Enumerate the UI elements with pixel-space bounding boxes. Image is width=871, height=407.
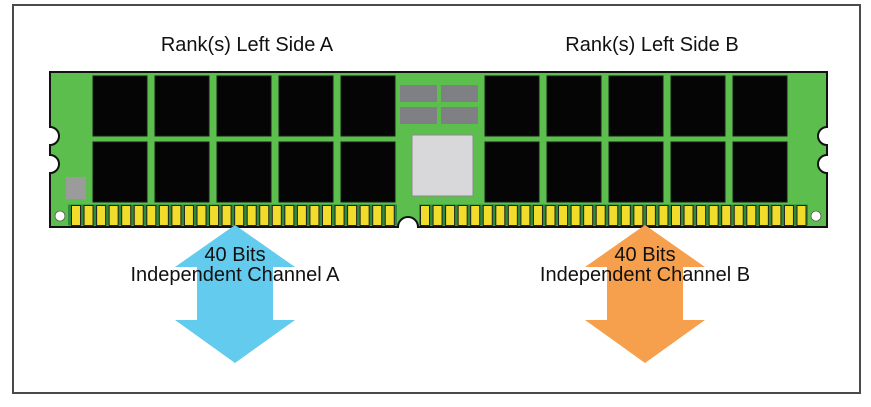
edge-pin — [372, 205, 383, 226]
edge-pin — [595, 205, 606, 226]
channel-b-bits: 40 Bits — [614, 244, 676, 266]
edge-pin — [96, 205, 107, 226]
dram-chip — [340, 75, 396, 137]
edge-pin — [545, 205, 556, 226]
edge-pin — [133, 205, 144, 226]
edge-pin — [71, 205, 81, 226]
edge-pin — [271, 205, 282, 226]
edge-pin — [457, 205, 468, 226]
dram-chip — [154, 75, 210, 137]
edge-pin — [620, 205, 631, 226]
edge-pin — [83, 205, 94, 226]
edge-pin — [183, 205, 194, 226]
dram-chip — [278, 141, 334, 203]
dram-chip — [670, 75, 726, 137]
dram-chips — [92, 75, 788, 203]
channel-a-bits: 40 Bits — [204, 244, 266, 266]
edge-pin — [758, 205, 769, 226]
edge-pin — [296, 205, 307, 226]
corner-chip — [66, 177, 86, 199]
edge-pin — [783, 205, 794, 226]
edge-pins — [71, 205, 807, 226]
buffer-chip — [400, 85, 437, 102]
channel-a-name: Independent Channel A — [130, 264, 340, 286]
rank-left-side-b-label: Rank(s) Left Side B — [565, 34, 739, 56]
dram-chip — [92, 75, 148, 137]
dram-chip — [608, 75, 664, 137]
dram-chip — [484, 75, 540, 137]
edge-pin — [507, 205, 518, 226]
channel-a-arrow — [175, 225, 295, 363]
dram-chip — [278, 75, 334, 137]
dram-chip — [340, 141, 396, 203]
buffer-chip — [441, 107, 478, 124]
rank-left-side-a-label: Rank(s) Left Side A — [160, 34, 334, 56]
mounting-hole-right — [810, 210, 822, 222]
edge-pin — [796, 205, 807, 226]
edge-pin — [470, 205, 481, 226]
edge-pin — [432, 205, 443, 226]
dram-chip — [732, 75, 788, 137]
edge-pin — [570, 205, 581, 226]
edge-pin — [771, 205, 782, 226]
dram-chip — [608, 141, 664, 203]
edge-pin — [347, 205, 358, 226]
edge-pin — [209, 205, 220, 226]
edge-pin — [583, 205, 594, 226]
edge-pin — [721, 205, 732, 226]
edge-pin — [658, 205, 669, 226]
dram-chip — [92, 141, 148, 203]
edge-pin — [733, 205, 744, 226]
edge-pin — [234, 205, 245, 226]
edge-pin — [445, 205, 456, 226]
edge-pin — [221, 205, 232, 226]
edge-pin — [146, 205, 157, 226]
edge-pin — [284, 205, 295, 226]
edge-pin — [746, 205, 757, 226]
dram-chip — [216, 75, 272, 137]
dram-chip — [216, 141, 272, 203]
edge-pin — [482, 205, 493, 226]
edge-pin — [645, 205, 656, 226]
edge-pin — [608, 205, 619, 226]
edge-pin — [334, 205, 345, 226]
edge-pin — [683, 205, 694, 226]
mounting-hole-left — [54, 210, 66, 222]
channel-b-name: Independent Channel B — [539, 264, 751, 286]
channel-b-arrow — [585, 225, 705, 363]
buffer-chip — [441, 85, 478, 102]
edge-pin — [420, 205, 430, 226]
register-chip — [411, 134, 474, 197]
channel-a-label: 40 Bits Independent Channel A — [75, 245, 395, 285]
edge-pin — [171, 205, 182, 226]
dram-chip — [546, 75, 602, 137]
channel-b-label: 40 Bits Independent Channel B — [485, 245, 805, 285]
edge-pin — [558, 205, 569, 226]
buffer-chip — [400, 107, 437, 124]
edge-pin — [671, 205, 681, 226]
dram-chip — [732, 141, 788, 203]
edge-pin — [108, 205, 119, 226]
dram-chip — [484, 141, 540, 203]
edge-pin — [633, 205, 644, 226]
dram-chip — [670, 141, 726, 203]
dram-chip — [154, 141, 210, 203]
edge-pin — [309, 205, 320, 226]
edge-pin — [121, 205, 132, 226]
edge-pin — [696, 205, 707, 226]
edge-pin — [532, 205, 543, 226]
edge-pin — [158, 205, 169, 226]
edge-pin — [259, 205, 270, 226]
edge-pin — [520, 205, 531, 226]
edge-pin — [384, 205, 395, 226]
edge-pin — [495, 205, 506, 226]
edge-pin — [359, 205, 370, 226]
dram-chip — [546, 141, 602, 203]
edge-pin — [246, 205, 257, 226]
edge-pin — [322, 205, 332, 226]
edge-pin — [196, 205, 207, 226]
edge-pin — [708, 205, 719, 226]
